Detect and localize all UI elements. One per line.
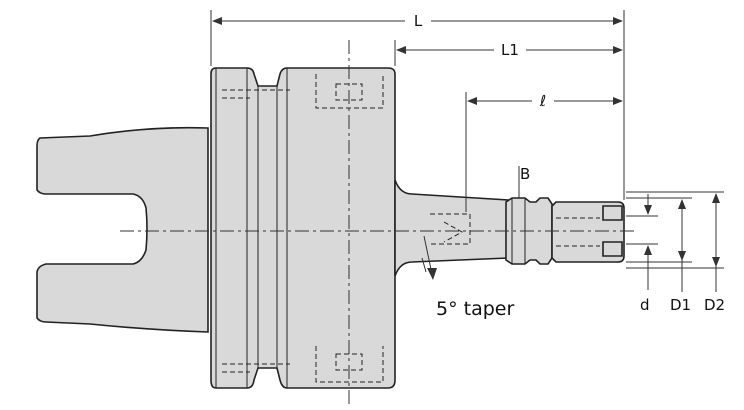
label-taper: 5° taper — [436, 298, 514, 320]
label-l: ℓ — [539, 92, 546, 110]
taper-leader — [423, 235, 433, 275]
label-d: d — [640, 296, 650, 314]
taper-arrow-head — [427, 268, 437, 280]
tapered-shank — [394, 179, 509, 277]
label-B: B — [520, 165, 530, 183]
label-L: L — [414, 12, 423, 30]
label-D2: D2 — [704, 296, 725, 314]
taper-arrow-1 — [421, 257, 427, 273]
collet-nose — [551, 201, 625, 263]
label-D1: D1 — [670, 296, 691, 314]
flange — [210, 67, 396, 389]
label-L1: L1 — [501, 41, 519, 59]
clevis-fork — [36, 126, 209, 333]
